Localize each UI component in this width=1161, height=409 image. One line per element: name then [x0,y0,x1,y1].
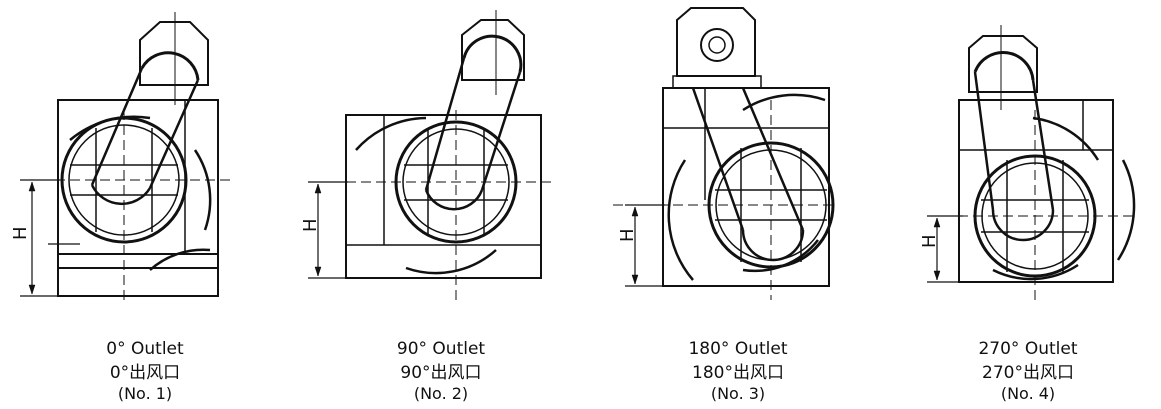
outlet-number: (No. 4) [1000,384,1056,403]
outlet-title-cn: 180°出风口 [692,363,784,383]
outlet-title-cn: 270°出风口 [982,363,1074,383]
belt-guard [90,67,200,189]
housing-outline [958,99,1114,283]
outlet-title-cn: 0°出风口 [109,363,181,383]
outlet-title-en: 180° Outlet [688,339,788,359]
motor-housing [461,19,525,81]
outlet-title-en: 270° Outlet [978,339,1078,359]
outlet-number: (No. 2) [413,384,469,403]
motor-housing [676,7,756,77]
housing-outline [345,114,542,279]
belt-guard [424,57,522,191]
outlet-title-en: 90° Outlet [396,339,486,359]
motor-housing [139,21,209,86]
dimension-label-h: H [617,228,638,242]
outlet-number: (No. 1) [117,384,173,403]
scroll-arc [742,93,826,112]
fan-drawing-0: H [10,12,230,300]
motor-housing [968,35,1038,93]
belt-guard [691,87,805,231]
motor-pulley [700,28,734,62]
outlet-panel-0: H 0° Outlet 0°出风口 (No. 1) [0,0,290,409]
housing-outline [662,87,830,287]
scroll-arc [355,116,427,151]
scroll-arc [1032,116,1100,161]
outlet-title-en: 0° Outlet [106,339,184,359]
outlet-panel-90: H 90° Outlet 90°出风口 (No. 2) [296,0,586,409]
housing-outline [57,99,219,297]
outlet-panel-270: H 270° Outlet 270°出风口 (No. 4) [883,0,1161,409]
belt-guard [973,71,1055,211]
outlet-number: (No. 3) [710,384,766,403]
dimension-label-h: H [919,234,940,248]
outlet-panel-180: H 180° Outlet 180°出风口 (No. 3) [593,0,883,409]
fan-drawing-180: H [613,7,838,300]
dimension-label-h: H [300,218,321,232]
outlet-title-cn: 90°出风口 [400,363,482,383]
fan-drawing-90: H [300,10,551,300]
dimension-label-h: H [10,226,31,240]
base-lines [58,253,218,269]
fan-drawing-270: H [919,25,1136,300]
